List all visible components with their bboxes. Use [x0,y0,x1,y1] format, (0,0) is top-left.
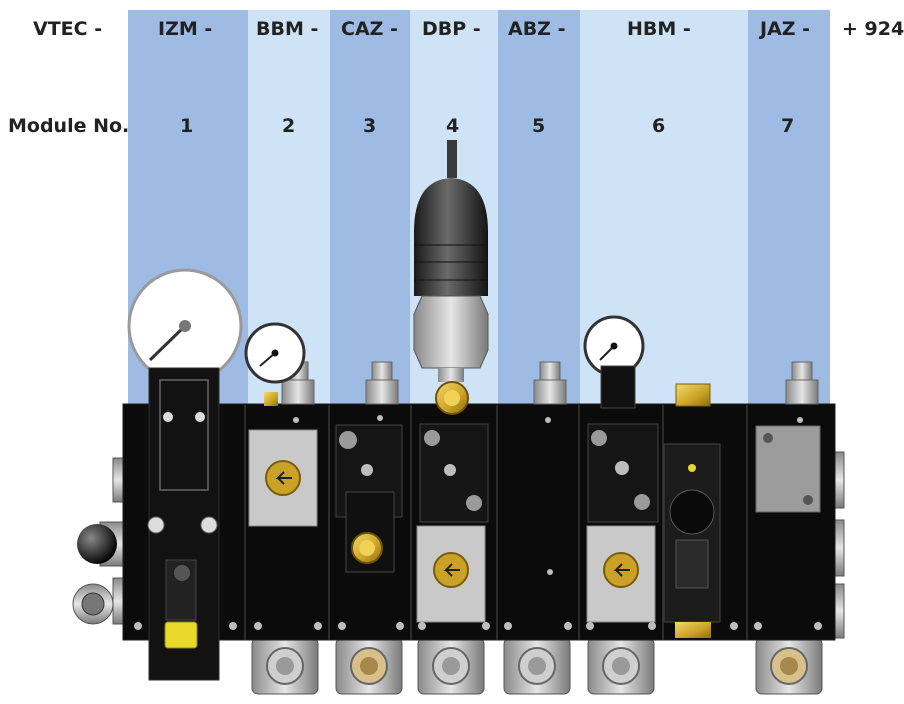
module-code-6: HBM - [627,18,691,40]
mounting-screws [134,415,822,630]
small-pressure-gauge-2 [244,322,306,384]
solenoid-module-6 [587,365,659,523]
type-prefix-label: VTEC - [33,18,103,40]
module-code-5: ABZ - [508,18,566,40]
brass-fitting-icons [351,381,469,564]
solenoid-module-4 [419,423,489,523]
pressure-dial-4 [416,525,486,623]
ball-valve-knob-icon [77,524,117,564]
module-number-1: 1 [180,115,194,137]
module-number-7: 7 [781,115,795,137]
cover-plate-7 [755,425,821,513]
module-number-2: 2 [282,115,296,137]
bottom-port-fittings [251,637,823,695]
band-module-5 [498,10,580,405]
module-no-label: Module No. [8,115,130,137]
module-number-6: 6 [652,115,666,137]
pressure-dial-2 [248,429,318,527]
top-valve-caps [264,361,819,407]
band-module-3 [330,10,410,405]
left-side-fittings [72,457,131,625]
solenoid-module-3 [335,424,403,573]
large-pressure-gauge [127,268,243,384]
module-number-4: 4 [446,115,460,137]
filter-regulator [663,443,721,638]
type-suffix-label: + 924 [842,18,904,40]
module-code-1: IZM - [158,18,213,40]
pressure-sensor [413,140,489,382]
module-dividers [244,405,748,640]
module-number-3: 3 [363,115,377,137]
module-code-7: JAZ - [760,18,811,40]
module-code-2: BBM - [256,18,319,40]
pressure-dial-6 [586,525,656,623]
module-code-3: CAZ - [341,18,398,40]
band-module-7 [748,10,830,405]
izm-valve-assembly [147,367,220,681]
module-number-5: 5 [532,115,546,137]
module-code-4: DBP - [422,18,481,40]
